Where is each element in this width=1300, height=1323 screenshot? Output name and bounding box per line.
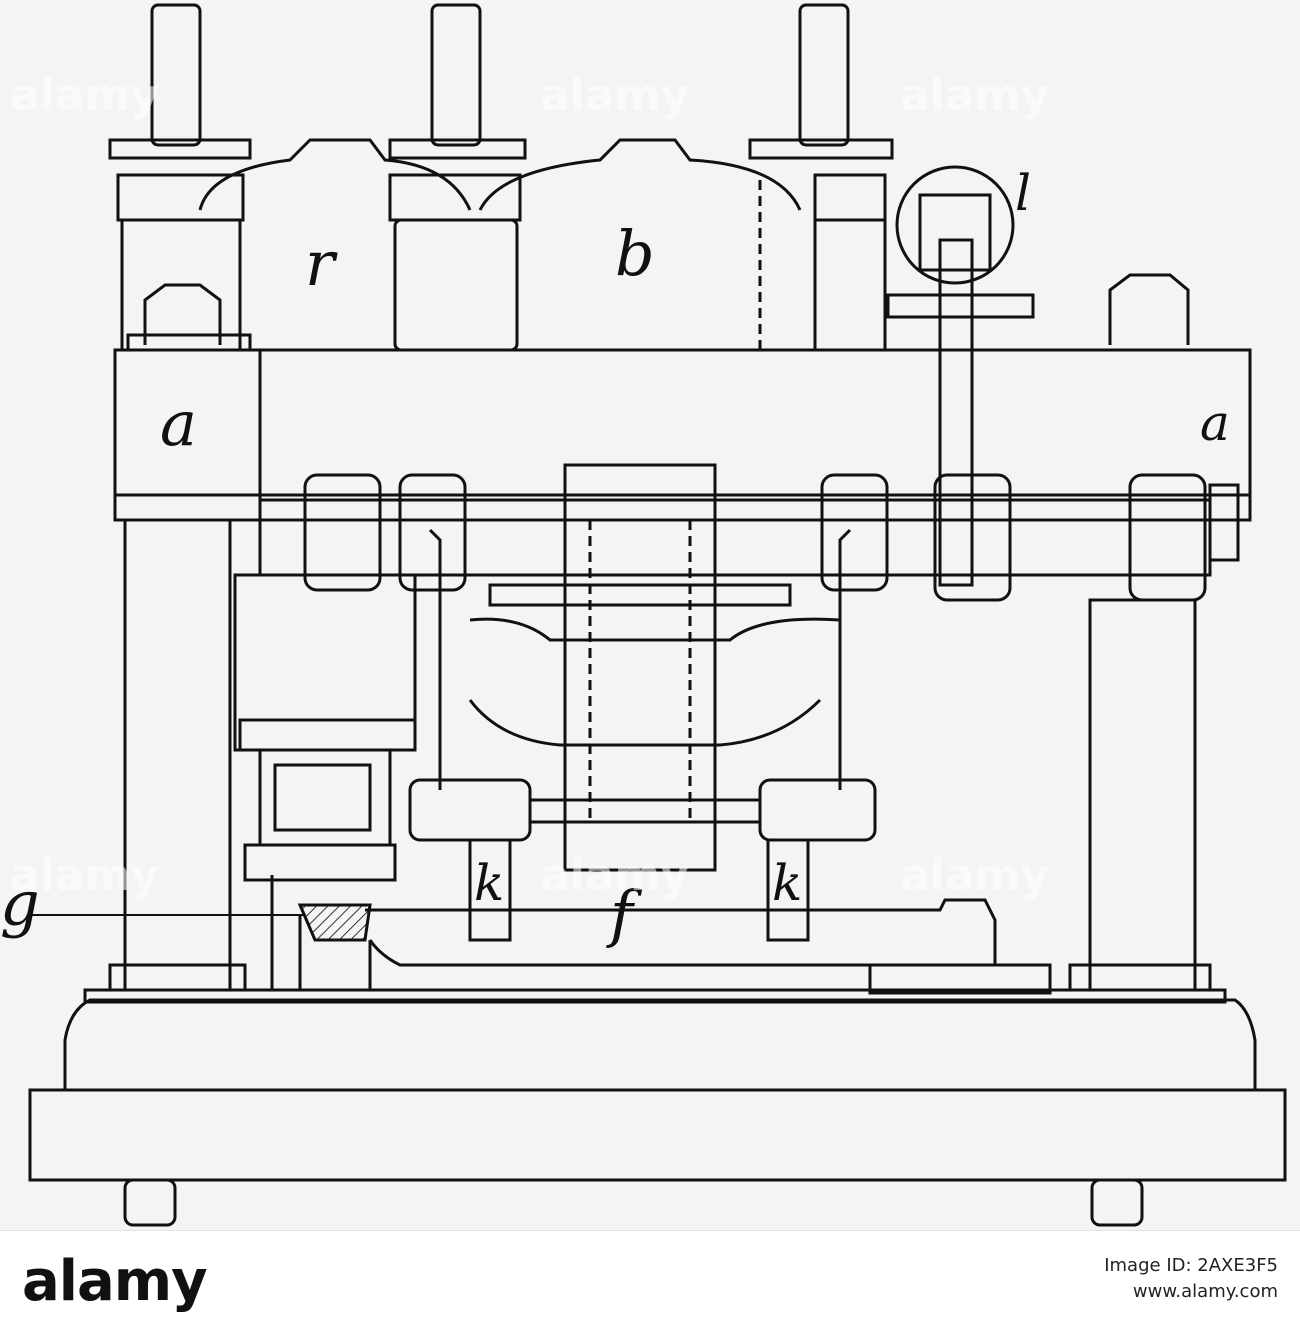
base-foot-right [1090,1178,1144,1227]
lever-l-collar [886,293,1035,319]
bushing-right [813,218,887,352]
left-guide-frame [233,573,417,752]
slide-beam [258,498,1212,577]
central-ram [563,463,717,872]
slide-link-2 [398,473,467,592]
label-a-left: a [160,387,197,460]
watermark-6: alamy [900,850,1049,901]
left-column-foot [108,963,247,992]
lever-l-hub [918,193,992,272]
die-profile-lower [468,698,822,747]
nut-center [388,173,522,222]
die-profile-upper [469,617,841,642]
ram-hidden-lines [588,520,692,820]
label-l: l [1015,164,1031,222]
label-k-right: k [772,854,802,912]
ram-platen [488,583,792,607]
label-k-left: k [474,854,504,912]
watermark-1: alamy [10,70,159,121]
bushing-center [393,218,519,352]
press-diagram-svg: a a r b l k k f g alamy alamy alamy alam… [0,3,1287,1227]
work-table-lower [368,939,1000,967]
base-pedestal [63,998,1257,1090]
base-top-plate [83,988,1227,1004]
left-guide-slot [273,763,372,832]
watermark-2: alamy [540,70,689,121]
workpiece-g-hatched [297,903,372,942]
slide-link-3 [820,473,889,592]
rod-k-left [468,838,512,942]
slide-link-1 [303,473,382,592]
bolt-head-left [143,283,222,345]
nut-right [813,173,887,222]
label-g: g [0,867,40,940]
stock-footer: alamy Image ID: 2AXE3F5 www.alamy.com [0,1230,1300,1323]
left-guide-punch [243,843,397,882]
collar-left [108,138,252,160]
stock-info: Image ID: 2AXE3F5 www.alamy.com [1104,1253,1278,1305]
left-column [123,518,232,992]
rod-k-right [766,838,810,942]
site-url[interactable]: www.alamy.com [1132,1281,1278,1302]
spindle-left [150,3,202,147]
work-table-base [868,963,1052,995]
label-r: r [305,227,338,300]
engineering-drawing: a a r b l k k f g alamy alamy alamy alam… [0,0,1300,1230]
spindle-right [798,3,850,147]
die-holder [298,915,372,992]
base-foot-left [123,1178,177,1227]
collar-right [748,138,894,160]
slide-end-cap [1208,483,1240,562]
image-id: Image ID: 2AXE3F5 [1104,1255,1278,1276]
slide-link-5 [1128,473,1207,602]
spring-b [478,138,802,211]
bolt-head-right [1108,273,1190,345]
right-column-foot [1068,963,1212,992]
rod-end-right [758,778,877,842]
lever-l-shaft [938,238,974,587]
alamy-logo[interactable]: alamy [22,1249,208,1314]
rod-end-left [408,778,532,842]
right-column [1088,598,1197,992]
base-plate [28,1088,1287,1182]
spring-r [198,138,472,211]
label-b: b [615,217,655,290]
left-guide-bar [238,718,417,752]
machine-outline [28,3,1287,1227]
work-table-top [365,898,1052,990]
bolt-washer-left [126,333,252,352]
nut-left [116,173,245,222]
watermark-3: alamy [900,70,1049,121]
watermark-4: alamy [10,850,159,901]
rod-left [428,528,442,790]
rod-crossbar [528,798,762,824]
spindle-center [430,3,482,147]
collar-center [388,138,527,160]
rod-right [838,528,852,790]
watermark-5: alamy [540,850,689,901]
label-a-right: a [1200,394,1230,452]
lever-l-wheel [895,165,1015,285]
